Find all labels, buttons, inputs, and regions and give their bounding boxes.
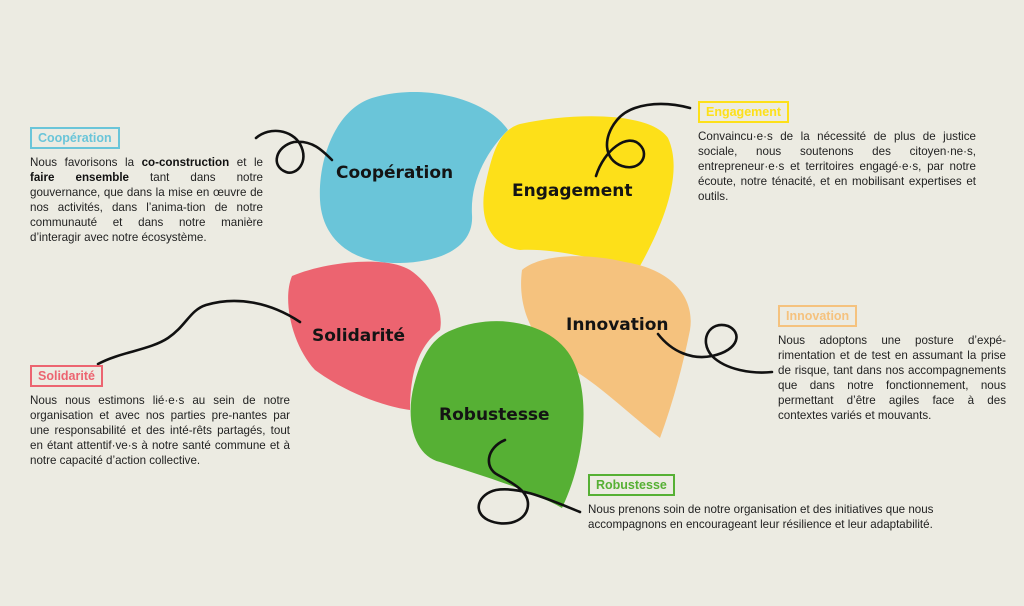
innovation-shape-label: Innovation [566,315,669,335]
solidarite-tag: Solidarité [30,365,103,387]
engagement-squiggle [594,102,692,178]
robustesse-blob [410,321,584,508]
innovation-block: Innovation Nous adoptons une posture d’e… [778,305,1006,423]
engagement-shape-label: Engagement [512,181,633,201]
solidarite-shape-label: Solidarité [312,326,406,346]
solidarite-block: Solidarité Nous nous estimons lié·e·s au… [30,365,290,468]
robustesse-text: Nous prenons soin de notre organisation … [588,503,934,531]
cooperation-text: Nous favorisons la co-construction et le… [30,156,264,244]
innovation-blob [521,256,691,438]
engagement-text: Convaincu·e·s de la nécessité de plus de… [698,130,976,203]
solidarite-text: Nous nous estimons lié·e·s au sein de no… [30,394,290,467]
solidarite-squiggle [96,299,302,366]
cooperation-block: Coopération Nous favorisons la co-constr… [30,127,263,245]
cooperation-shape-label: Coopération [336,163,454,183]
engagement-block: Engagement Convaincu·e·s de la nécessité… [698,101,976,204]
robustesse-squiggle [477,438,582,525]
engagement-tag: Engagement [698,101,790,123]
cooperation-squiggle [254,129,334,174]
cooperation-blob [319,92,508,264]
robustesse-block: Robustesse Nous prenons soin de notre or… [588,474,948,532]
cooperation-tag: Coopération [30,127,120,149]
innovation-text: Nous adoptons une posture d’expé-rimenta… [778,334,1006,422]
robustesse-shape-label: Robustesse [439,405,550,425]
innovation-tag: Innovation [778,305,858,327]
solidarite-blob [288,261,441,410]
engagement-blob [483,116,674,266]
innovation-squiggle [656,323,774,374]
robustesse-tag: Robustesse [588,474,675,496]
